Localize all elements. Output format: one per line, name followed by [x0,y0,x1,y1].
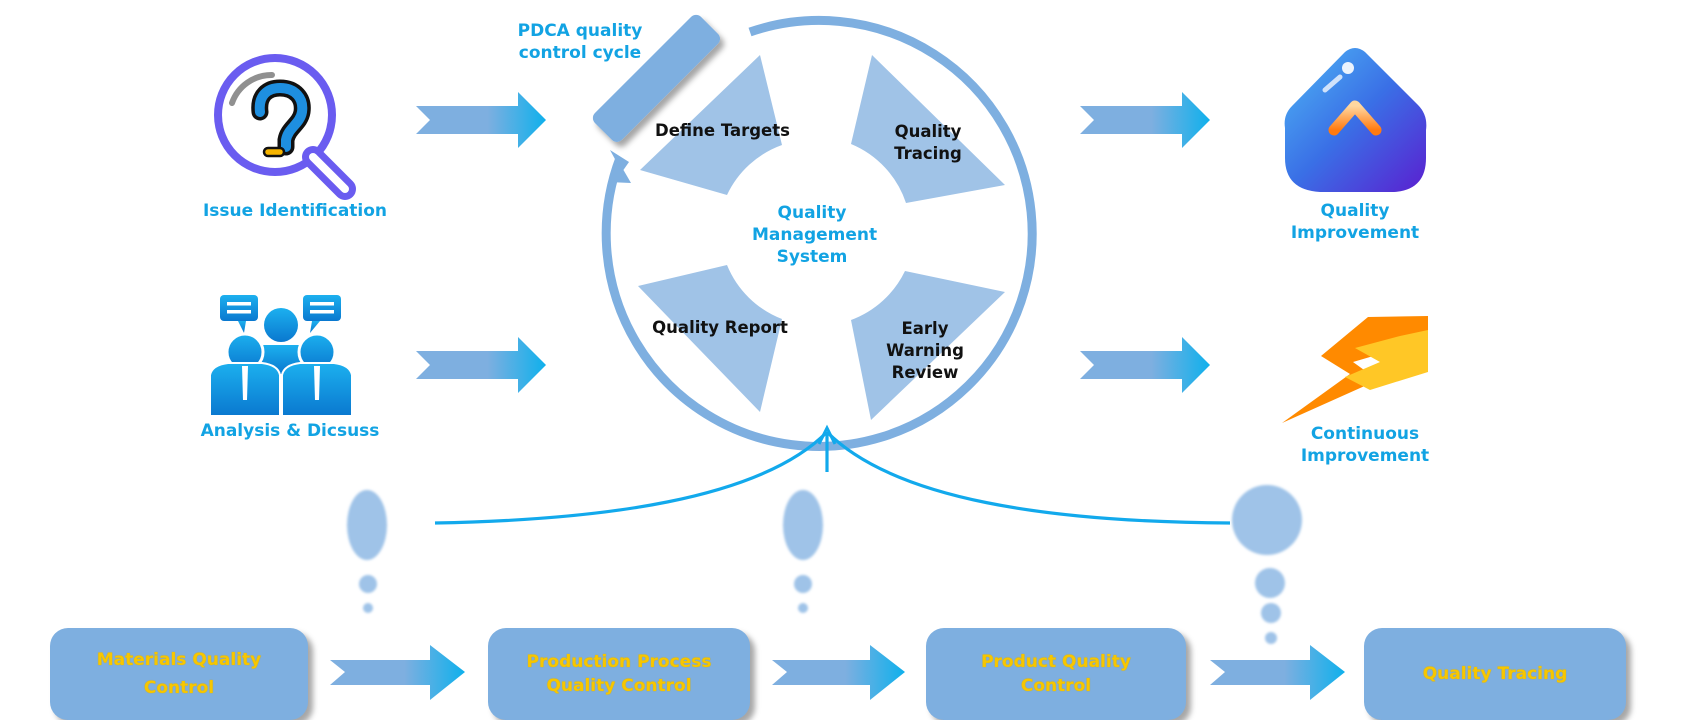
segment-label-early-warning: Early Warning Review [886,319,964,382]
input-arrow-2 [416,337,546,393]
input-label-issue-identification: Issue Identification [202,201,388,221]
pdca-title: PDCA quality control cycle [517,21,643,63]
step-production-process[interactable]: Production Process Quality Control [488,628,750,720]
process-arrow-3 [1210,645,1345,700]
segment-define-targets[interactable] [640,55,782,195]
output-arrow-2 [1080,337,1210,393]
step-product-quality[interactable]: Product Quality Control [926,628,1186,720]
process-arrow-2 [772,645,905,700]
step-label: Materials Quality Control [96,650,262,698]
segment-label-quality-report: Quality Report [652,318,788,337]
bubbles [347,485,1302,644]
feedback-lines [434,424,1231,525]
segment-label-define-targets: Define Targets [655,121,790,140]
process-arrow-1 [330,645,465,700]
pdca-bar [592,14,721,142]
segment-quality-tracing[interactable] [851,55,1005,203]
input-label-analysis: Analysis & Dicsuss [200,421,380,441]
magnifier-question-icon [214,54,356,200]
output-label-quality-improvement: Quality Improvement [1290,201,1420,243]
step-materials-quality[interactable]: Materials Quality Control [50,628,308,720]
step-label: Quality Tracing [1422,664,1568,684]
step-label: Product Quality Control [981,652,1131,696]
segment-quality-report[interactable] [638,265,782,412]
segment-label-quality-tracing: Quality Tracing [894,122,962,163]
segment-early-warning[interactable] [851,271,1005,420]
output-arrow-1 [1080,92,1210,148]
step-quality-tracing[interactable]: Quality Tracing [1364,628,1626,720]
input-arrow-1 [416,92,546,148]
team-discussion-icon [209,295,353,417]
lightning-bolt-icon [1282,316,1428,423]
output-label-continuous-improvement: Continuous Improvement [1300,424,1430,466]
upward-arrow-badge-icon [1284,48,1427,192]
step-label: Production Process Quality Control [526,652,712,696]
cycle-ring [601,15,1037,451]
center-label: Quality Management System [752,203,878,267]
